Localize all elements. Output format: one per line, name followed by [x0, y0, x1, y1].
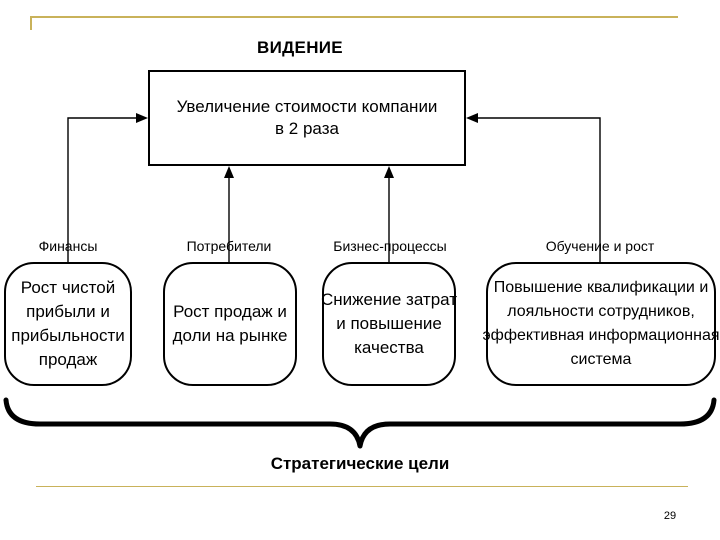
- goal-text-line: и повышение: [336, 314, 442, 333]
- arrowhead-processes: [384, 166, 394, 178]
- top-rule-tick: [30, 16, 32, 30]
- goal-box-customers: Рост продаж и доли на рынке: [163, 262, 297, 386]
- perspective-label-learning: Обучение и рост: [545, 238, 655, 254]
- vision-title: ВИДЕНИЕ: [257, 38, 343, 57]
- arrowhead-learning: [466, 113, 478, 123]
- goal-box-processes: Снижение затрат и повышение качества: [320, 262, 458, 386]
- top-rule: [30, 16, 678, 18]
- goal-text-line: система: [570, 351, 632, 368]
- goal-text-line: продаж: [38, 350, 98, 369]
- arrowhead-finance: [136, 113, 148, 123]
- connector-learning: [470, 117, 601, 262]
- goal-text-line: Рост продаж и: [173, 302, 287, 321]
- arrowhead-customers: [224, 166, 234, 178]
- connector-finance: [67, 117, 144, 262]
- vision-text-line2: в 2 раза: [275, 119, 339, 138]
- goal-text-line: прибыли и: [26, 302, 110, 321]
- strategic-goals-label: Стратегические цели: [270, 454, 450, 473]
- bottom-rule: [36, 486, 688, 487]
- vision-box: Увеличение стоимости компании в 2 раза: [148, 70, 466, 166]
- vision-text-line1: Увеличение стоимости компании: [176, 97, 438, 116]
- perspective-label-processes: Бизнес-процессы: [333, 238, 447, 254]
- perspective-label-customers: Потребители: [186, 238, 272, 254]
- goal-box-finance: Рост чистой прибыли и прибыльности прода…: [4, 262, 132, 386]
- goal-text-line: Повышение квалификации и: [493, 279, 709, 296]
- goal-box-learning: Повышение квалификации и лояльности сотр…: [482, 262, 720, 386]
- curly-brace: [3, 397, 717, 449]
- goal-text-line: прибыльности: [11, 326, 125, 345]
- goal-text-line: Снижение затрат: [320, 290, 458, 309]
- goal-text-line: лояльности сотрудников,: [507, 303, 695, 320]
- goal-text-line: эффективная информационная: [482, 327, 720, 344]
- perspective-label-finance: Финансы: [38, 238, 98, 254]
- goal-text-line: Рост чистой: [20, 278, 116, 297]
- page-number: 29: [663, 510, 677, 522]
- goal-text-line: доли на рынке: [172, 326, 288, 345]
- goal-text-line: качества: [354, 338, 424, 357]
